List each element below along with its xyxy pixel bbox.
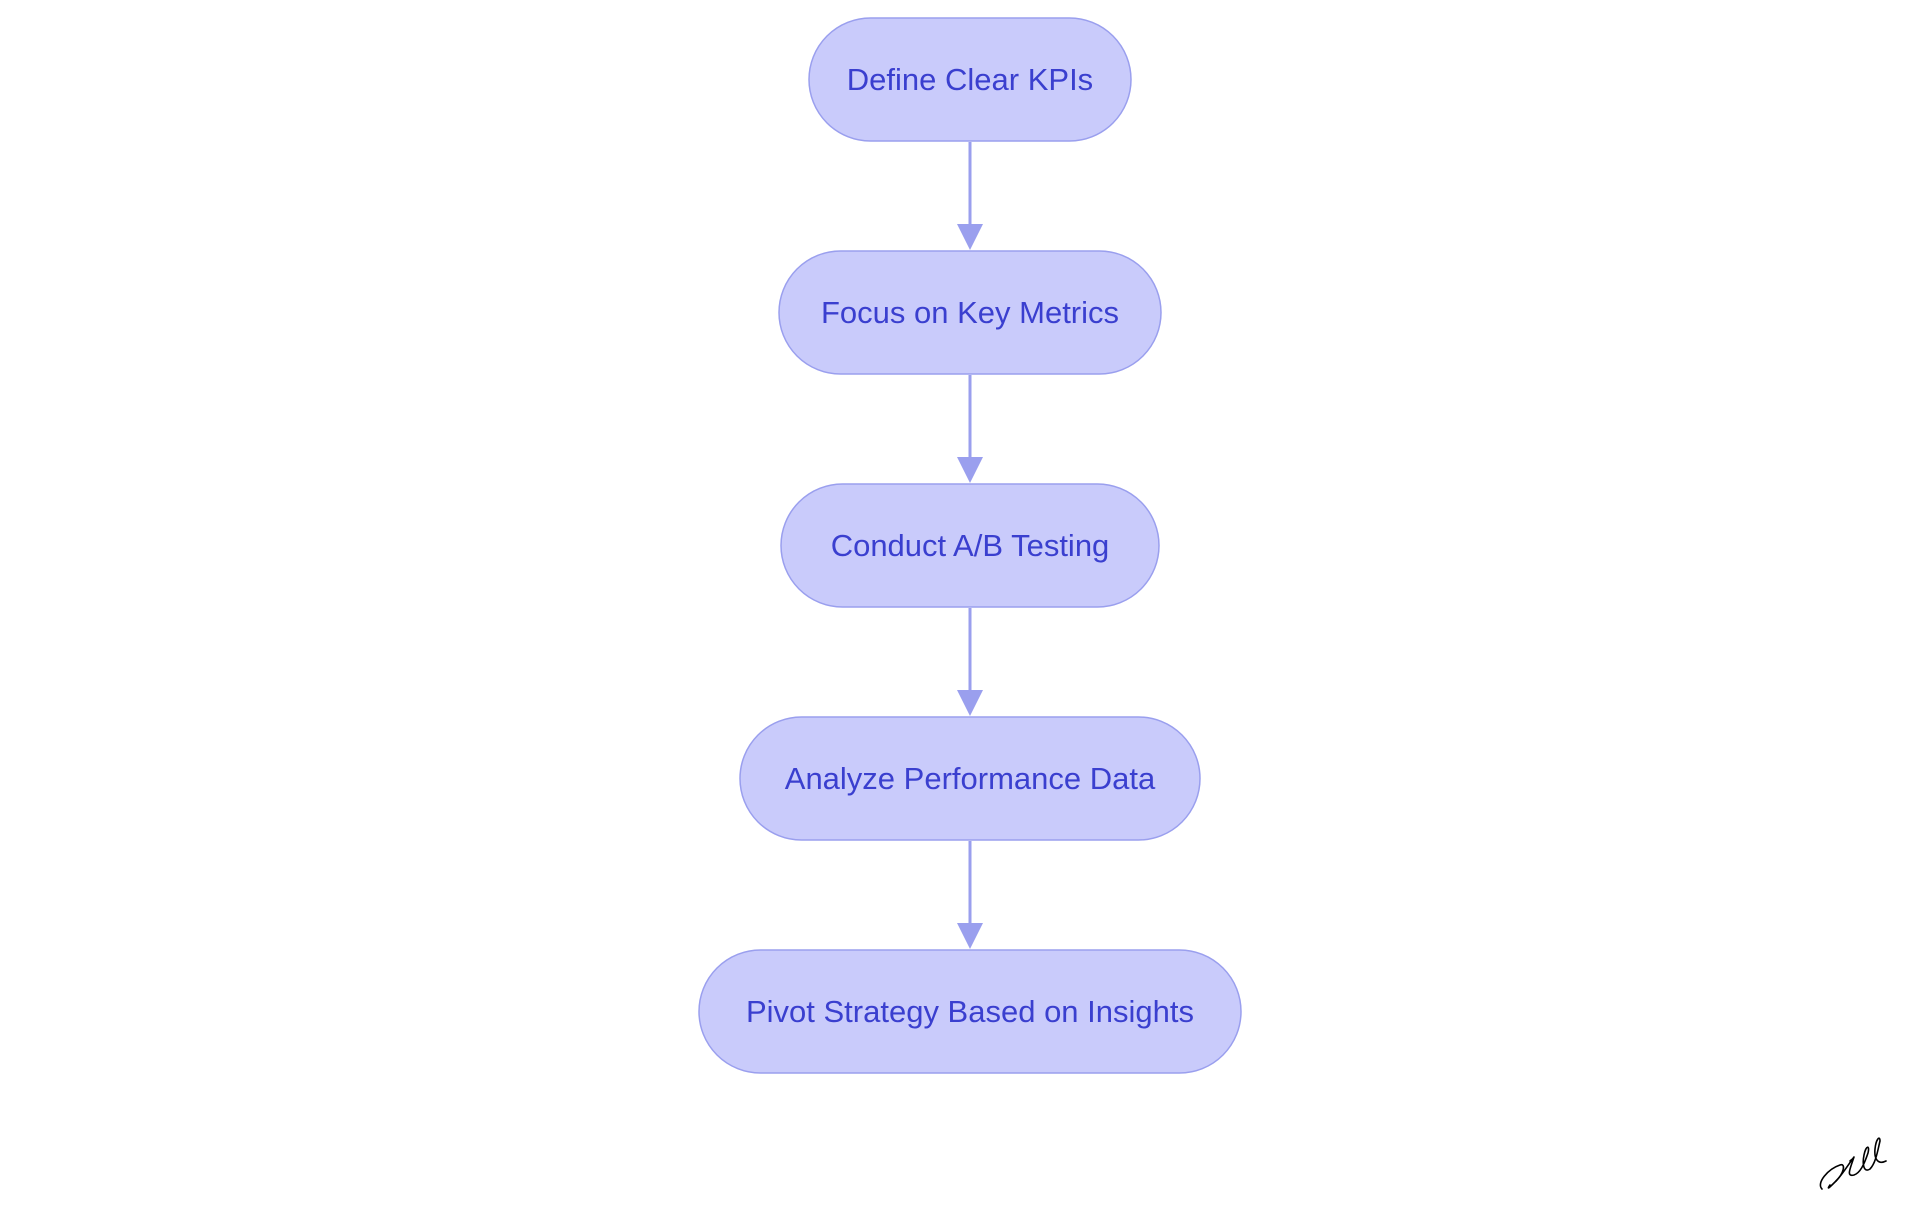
edge-analyze-to-pivot xyxy=(957,841,983,949)
node-focus-on-key-metrics[interactable]: Focus on Key Metrics xyxy=(778,250,1162,375)
node-label: Define Clear KPIs xyxy=(847,62,1093,97)
nodes-group: Define Clear KPIs Focus on Key Metrics C… xyxy=(698,17,1242,1074)
edge-metrics-to-abtest xyxy=(957,375,983,483)
edge-abtest-to-analyze xyxy=(957,608,983,716)
node-conduct-ab-testing[interactable]: Conduct A/B Testing xyxy=(780,483,1160,608)
node-label: Focus on Key Metrics xyxy=(821,295,1119,330)
node-analyze-performance-data[interactable]: Analyze Performance Data xyxy=(739,716,1201,841)
node-label: Analyze Performance Data xyxy=(785,761,1156,796)
node-label: Conduct A/B Testing xyxy=(831,528,1110,563)
edge-kpis-to-metrics xyxy=(957,142,983,250)
node-label: Pivot Strategy Based on Insights xyxy=(746,994,1194,1029)
node-pivot-strategy-based-on-insights[interactable]: Pivot Strategy Based on Insights xyxy=(698,949,1242,1074)
node-define-clear-kpis[interactable]: Define Clear KPIs xyxy=(808,17,1132,142)
handwritten-signature-icon xyxy=(1819,1137,1887,1190)
edges-group xyxy=(957,142,983,949)
